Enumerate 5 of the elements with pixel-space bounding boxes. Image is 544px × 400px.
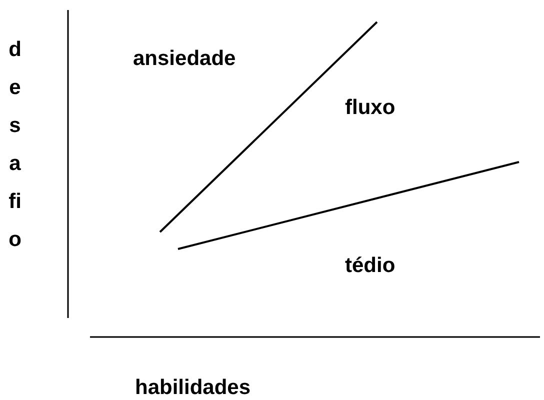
- region-label: tédio: [345, 255, 396, 276]
- axis-label: desafio: [8, 37, 22, 253]
- region-label: fluxo: [345, 97, 396, 118]
- axis-label: habilidades: [135, 377, 251, 398]
- region-label: ansiedade: [133, 48, 236, 69]
